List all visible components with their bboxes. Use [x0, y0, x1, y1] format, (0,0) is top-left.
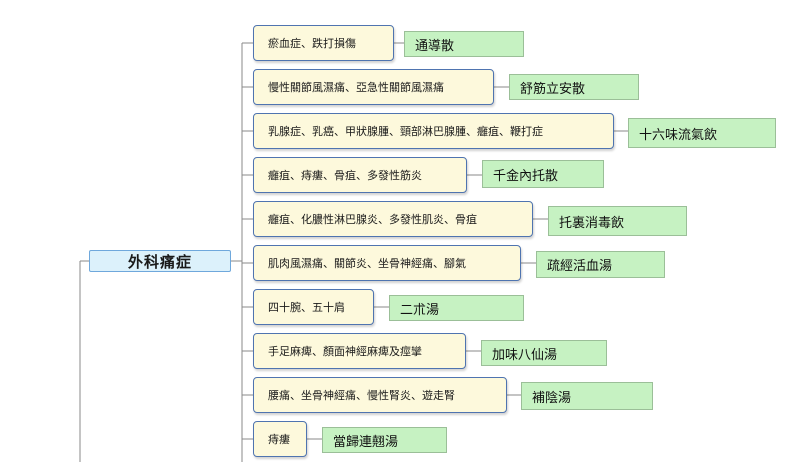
remedy-node[interactable]: 十六味流氣飲 — [628, 118, 776, 148]
remedy-node[interactable]: 通導散 — [404, 31, 524, 57]
condition-node[interactable]: 癰疽、化膿性淋巴腺炎、多發性肌炎、骨疽 — [253, 201, 533, 237]
condition-node[interactable]: 瘀血症、跌打損傷 — [253, 25, 394, 61]
remedy-label: 疏經活血湯 — [547, 259, 613, 274]
condition-node[interactable]: 手足麻痺、顏面神經麻痺及痙攣 — [253, 333, 466, 369]
remedy-label: 千金內托散 — [493, 168, 559, 184]
condition-node[interactable]: 肌肉風濕痛、關節炎、坐骨神經痛、腳氣 — [253, 245, 521, 281]
remedy-node[interactable]: 千金內托散 — [482, 160, 604, 188]
remedy-label: 加味八仙湯 — [492, 347, 558, 363]
condition-label: 癰疽、痔瘻、骨疽、多發性筋炎 — [268, 169, 422, 182]
condition-label: 腰痛、坐骨神經痛、慢性腎炎、遊走腎 — [268, 389, 455, 402]
remedy-node[interactable]: 托裏消毒飲 — [548, 206, 687, 236]
root-label: 外科痛症 — [127, 252, 192, 271]
remedy-label: 補陰湯 — [532, 390, 572, 406]
condition-label: 肌肉風濕痛、關節炎、坐骨神經痛、腳氣 — [268, 257, 466, 270]
remedy-label: 十六味流氣飲 — [639, 127, 718, 143]
condition-label: 慢性關節風濕痛、亞急性關節風濕痛 — [268, 81, 444, 94]
condition-label: 乳腺症、乳癌、甲狀腺腫、頸部淋巴腺腫、癰疽、鞭打症 — [268, 125, 543, 138]
remedy-label: 托裏消毒飲 — [559, 215, 625, 231]
condition-node[interactable]: 四十腕、五十肩 — [253, 289, 374, 325]
remedy-label: 當歸連翹湯 — [333, 434, 399, 450]
condition-label: 手足麻痺、顏面神經麻痺及痙攣 — [268, 345, 422, 358]
condition-label: 四十腕、五十肩 — [268, 301, 345, 314]
remedy-node[interactable]: 舒筋立安散 — [509, 74, 639, 100]
condition-label: 癰疽、化膿性淋巴腺炎、多發性肌炎、骨疽 — [268, 213, 477, 226]
condition-label: 瘀血症、跌打損傷 — [268, 37, 356, 50]
remedy-label: 二朮湯 — [400, 302, 440, 318]
condition-label: 痔瘻 — [268, 433, 290, 446]
root-node[interactable]: 外科痛症 — [89, 250, 231, 272]
condition-node[interactable]: 痔瘻 — [253, 421, 307, 457]
condition-node[interactable]: 癰疽、痔瘻、骨疽、多發性筋炎 — [253, 157, 467, 193]
remedy-node[interactable]: 二朮湯 — [389, 295, 524, 321]
remedy-node[interactable]: 加味八仙湯 — [481, 340, 607, 366]
remedy-node[interactable]: 疏經活血湯 — [536, 251, 665, 278]
condition-node[interactable]: 慢性關節風濕痛、亞急性關節風濕痛 — [253, 69, 494, 105]
remedy-node[interactable]: 當歸連翹湯 — [322, 427, 447, 453]
remedy-label: 舒筋立安散 — [520, 81, 586, 97]
condition-node[interactable]: 腰痛、坐骨神經痛、慢性腎炎、遊走腎 — [253, 377, 507, 413]
remedy-label: 通導散 — [415, 38, 455, 54]
condition-node[interactable]: 乳腺症、乳癌、甲狀腺腫、頸部淋巴腺腫、癰疽、鞭打症 — [253, 113, 614, 149]
remedy-node[interactable]: 補陰湯 — [521, 382, 653, 410]
